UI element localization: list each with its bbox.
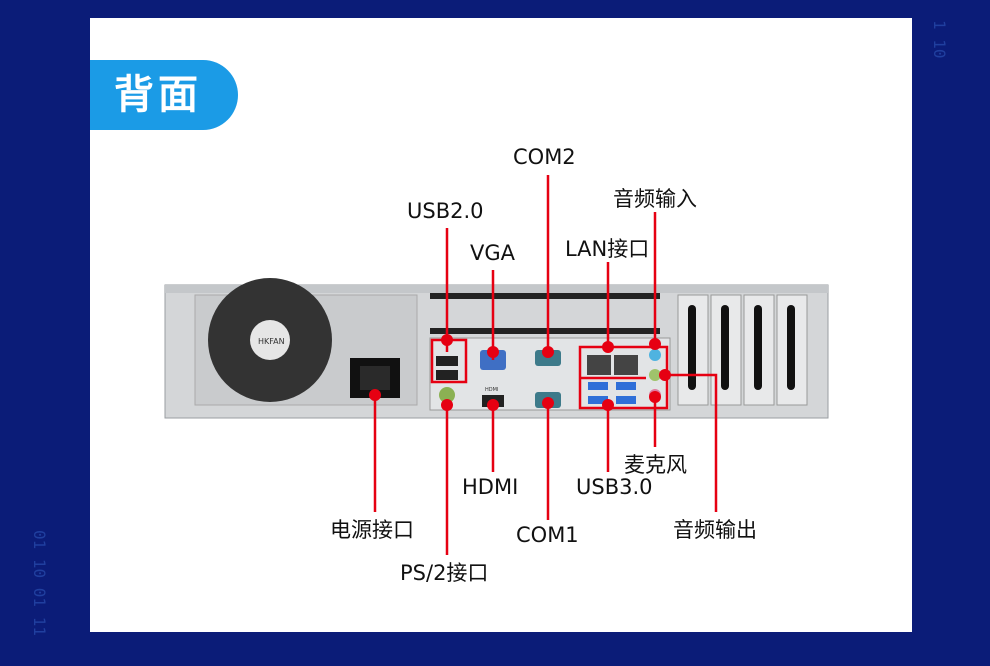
label-lan: LAN接口	[565, 237, 650, 261]
label-ps2: PS/2接口	[400, 561, 489, 585]
label-power: 电源接口	[330, 518, 414, 542]
lan-port	[587, 355, 611, 375]
label-com2: COM2	[513, 145, 576, 169]
section-title-badge: 背面	[90, 60, 238, 130]
ps2-port	[439, 387, 455, 403]
usb2-port	[436, 356, 458, 366]
audio-in-jack	[649, 349, 661, 361]
background-decor-text: 1 10	[930, 20, 949, 59]
usb2-port	[436, 370, 458, 380]
label-hdmi: HDMI	[462, 475, 519, 499]
fan-grille	[208, 278, 332, 402]
label-audio-in: 音频输入	[613, 187, 697, 211]
fan-brand-mark: HKFAN	[258, 337, 285, 346]
usb3-ports	[588, 382, 636, 404]
label-audio-out: 音频输出	[673, 518, 757, 542]
label-com1: COM1	[516, 523, 579, 547]
background-decor-text: 01 10 01 11	[30, 530, 49, 636]
label-usb2: USB2.0	[407, 199, 484, 223]
callout-dots	[369, 334, 671, 411]
lan-port	[614, 355, 638, 375]
label-vga: VGA	[470, 241, 516, 265]
hdmi-mark: HDMI	[485, 387, 498, 393]
label-mic: 麦克风	[624, 453, 687, 477]
label-usb3: USB3.0	[576, 475, 653, 499]
audio-out-jack	[649, 369, 661, 381]
